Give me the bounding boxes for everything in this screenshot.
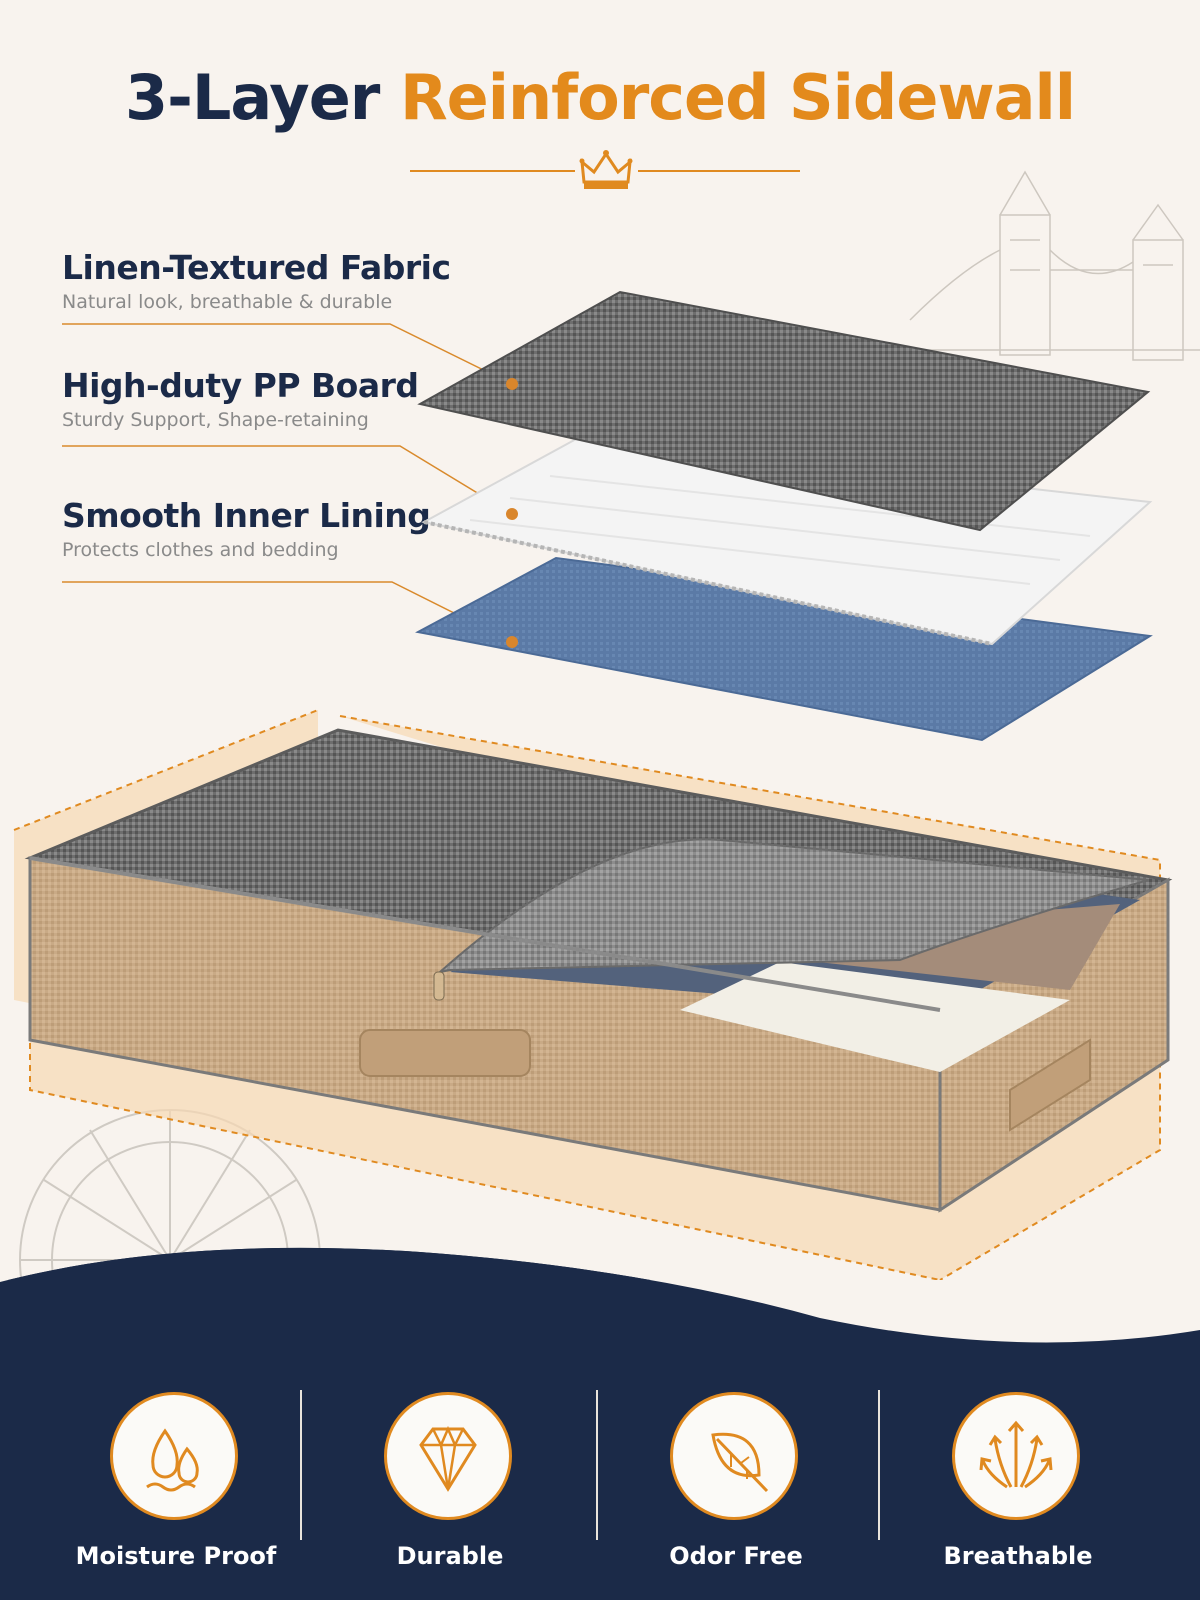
feature-label: Durable (396, 1542, 504, 1570)
divider-line-right (638, 170, 800, 172)
layer-subtitle: Natural look, breathable & durable (62, 291, 393, 313)
water-drops-icon (146, 1428, 199, 1492)
callout-dot-lining (506, 636, 518, 648)
storage-box (24, 728, 1173, 1213)
layer-subtitle: Sturdy Support, Shape-retaining (62, 409, 369, 431)
feature-icon-circle (384, 1392, 512, 1520)
fabric-layer (417, 290, 1151, 532)
feature-icon-circle (952, 1392, 1080, 1520)
feature-label: Breathable (943, 1542, 1093, 1570)
leaf-icon (711, 1432, 769, 1493)
callout-dot-fabric (506, 378, 518, 390)
feature-icon-circle (670, 1392, 798, 1520)
feature-divider (878, 1390, 880, 1540)
page-title: 3-Layer Reinforced Sidewall (0, 58, 1200, 138)
diamond-icon (419, 1425, 477, 1492)
layer-title: High-duty PP Board (62, 366, 419, 405)
crown-icon (579, 150, 633, 189)
layer-label-lining: Smooth Inner Lining Protects clothes and… (62, 496, 431, 562)
layer-title: Smooth Inner Lining (62, 496, 431, 535)
title-part-orange: Reinforced Sidewall (399, 61, 1076, 134)
feature-divider (596, 1390, 598, 1540)
feature-icon-circle (110, 1392, 238, 1520)
title-part-dark: 3-Layer (124, 61, 380, 134)
feature-divider (300, 1390, 302, 1540)
feature-label: Odor Free (669, 1542, 803, 1570)
layer-label-fabric: Linen-Textured Fabric Natural look, brea… (62, 248, 451, 314)
divider-line-left (410, 170, 575, 172)
lining-layer (415, 556, 1153, 742)
layer-subtitle: Protects clothes and bedding (62, 539, 339, 561)
title-divider (410, 148, 800, 192)
layer-label-pp-board: High-duty PP Board Sturdy Support, Shape… (62, 366, 419, 432)
product-illustration (0, 170, 1200, 1280)
callout-dot-board (506, 508, 518, 520)
layer-title: Linen-Textured Fabric (62, 248, 451, 287)
airflow-arrows-icon (979, 1420, 1053, 1489)
leader-lines (62, 323, 513, 643)
tower-bridge-sketch (900, 170, 1200, 361)
feature-label: Moisture Proof (75, 1542, 277, 1570)
